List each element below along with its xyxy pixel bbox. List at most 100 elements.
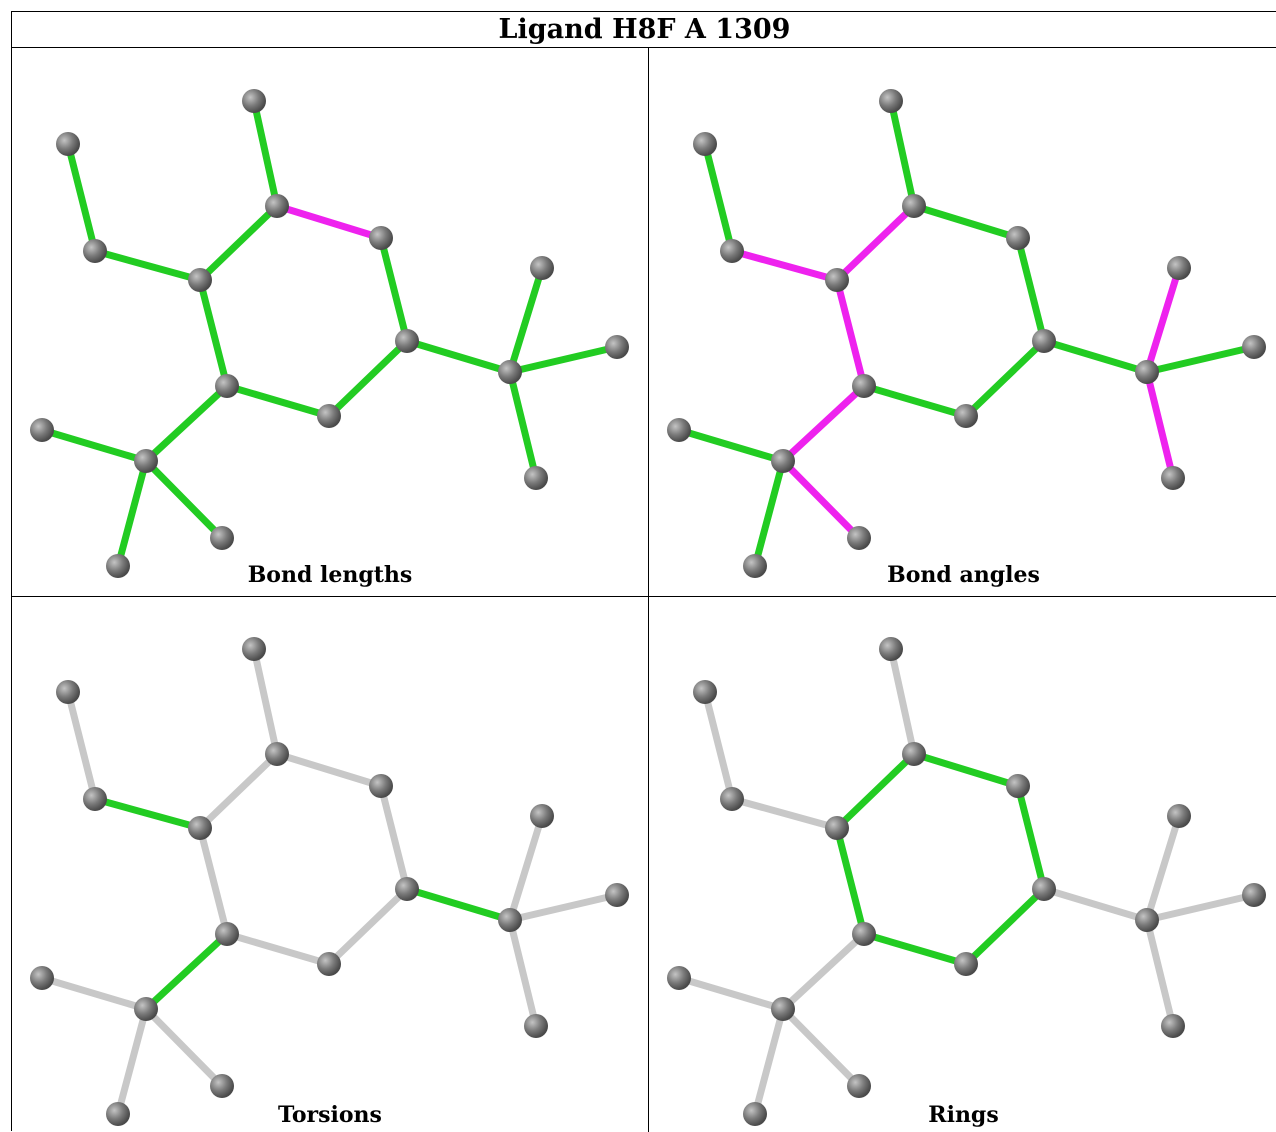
- caption-bond-lengths: Bond lengths: [247, 562, 413, 588]
- bond: [38, 974, 150, 1013]
- bond: [250, 97, 281, 210]
- atom: [1167, 256, 1191, 280]
- bond: [223, 382, 333, 420]
- bond: [506, 812, 546, 924]
- atom: [498, 908, 522, 932]
- atom: [1161, 466, 1185, 490]
- atom: [852, 374, 876, 398]
- molecule-torsions: [30, 637, 629, 1126]
- bond: [64, 140, 99, 255]
- atom: [30, 418, 54, 442]
- atom: [83, 239, 107, 263]
- atom: [1242, 335, 1266, 359]
- bond: [1143, 264, 1183, 376]
- bond: [1040, 885, 1151, 924]
- bond: [273, 202, 385, 242]
- bond: [962, 885, 1048, 968]
- atom: [743, 1102, 767, 1126]
- bond: [910, 202, 1022, 242]
- bond: [196, 276, 231, 390]
- bond: [377, 782, 411, 893]
- bond: [675, 426, 787, 465]
- atom: [902, 742, 926, 766]
- atom: [369, 774, 393, 798]
- caption-bond-angles: Bond angles: [887, 562, 1040, 588]
- atom: [210, 526, 234, 550]
- bond: [142, 930, 231, 1013]
- atom: [693, 680, 717, 704]
- bond: [142, 457, 226, 542]
- atom: [317, 952, 341, 976]
- atom: [605, 883, 629, 907]
- atom: [1006, 774, 1030, 798]
- bond: [833, 276, 868, 390]
- bond: [506, 891, 621, 924]
- bond: [779, 382, 868, 465]
- atom: [265, 194, 289, 218]
- bond: [273, 750, 385, 790]
- atom: [395, 877, 419, 901]
- atom: [56, 132, 80, 156]
- caption-torsions: Torsions: [278, 1102, 382, 1128]
- bond: [223, 930, 333, 968]
- atom: [106, 1102, 130, 1126]
- atom: [524, 1014, 548, 1038]
- atom: [215, 922, 239, 946]
- atom: [693, 132, 717, 156]
- atom: [242, 89, 266, 113]
- atom: [667, 418, 691, 442]
- bond: [403, 337, 514, 376]
- bond: [1143, 891, 1258, 924]
- atom: [825, 268, 849, 292]
- bond: [751, 1005, 787, 1118]
- atom: [134, 997, 158, 1021]
- bond: [910, 750, 1022, 790]
- atom: [1135, 360, 1159, 384]
- atom: [1135, 908, 1159, 932]
- atom: [954, 952, 978, 976]
- bond: [377, 234, 411, 345]
- bond: [196, 750, 281, 832]
- bond: [779, 457, 863, 542]
- atom: [530, 804, 554, 828]
- bond: [142, 382, 231, 465]
- atom: [667, 966, 691, 990]
- bond: [779, 930, 868, 1013]
- atom: [1006, 226, 1030, 250]
- atom: [605, 335, 629, 359]
- bond: [860, 930, 970, 968]
- bond: [64, 688, 99, 803]
- bond: [1143, 368, 1177, 482]
- vertical-divider: [648, 48, 649, 1132]
- bond: [403, 885, 514, 924]
- atom: [771, 449, 795, 473]
- atom: [1242, 883, 1266, 907]
- caption-rings: Rings: [928, 1102, 999, 1128]
- bond: [728, 247, 841, 284]
- molecule-bond-lengths: [30, 89, 629, 578]
- atom: [825, 816, 849, 840]
- bond: [38, 426, 150, 465]
- atom: [847, 1074, 871, 1098]
- bond: [506, 368, 540, 482]
- atom: [106, 554, 130, 578]
- bond: [1040, 337, 1151, 376]
- atom: [83, 787, 107, 811]
- bond: [506, 264, 546, 376]
- panel-bond-lengths: Bond lengths: [12, 48, 648, 596]
- ligand-figure: Ligand H8F A 1309 Bond lengths Bond angl…: [11, 11, 1276, 1132]
- bond: [325, 885, 411, 968]
- atom: [498, 360, 522, 384]
- bond: [91, 247, 204, 284]
- bond: [833, 202, 918, 284]
- panel-rings: Rings: [649, 597, 1276, 1132]
- atom: [369, 226, 393, 250]
- bond: [751, 457, 787, 570]
- panel-bond-angles: Bond angles: [649, 48, 1276, 596]
- atom: [134, 449, 158, 473]
- atom: [317, 404, 341, 428]
- atom: [720, 787, 744, 811]
- atom: [1032, 877, 1056, 901]
- horizontal-divider: [12, 596, 1276, 597]
- atom: [847, 526, 871, 550]
